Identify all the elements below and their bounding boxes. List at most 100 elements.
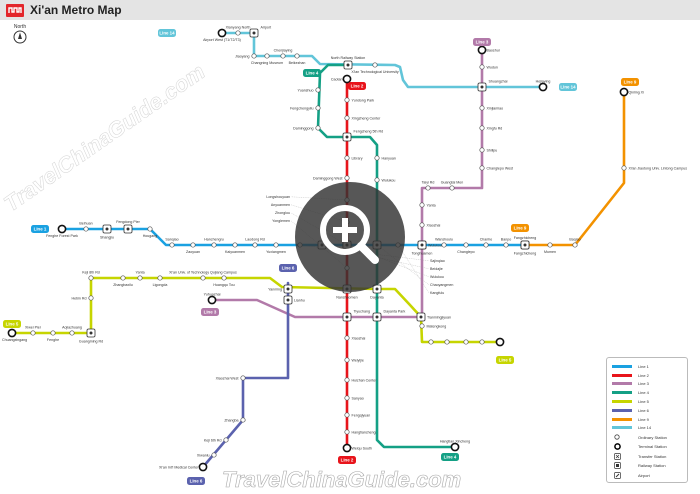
- station-line5[interactable]: [428, 339, 434, 345]
- station-line5[interactable]: [69, 330, 75, 336]
- station-line3[interactable]: [479, 105, 485, 111]
- station-line5[interactable]: [157, 275, 163, 281]
- station-line14[interactable]: [251, 53, 257, 59]
- station-line2[interactable]: [342, 443, 352, 453]
- station-line1[interactable]: [503, 242, 509, 248]
- station-line14[interactable]: [235, 30, 241, 36]
- station-line9[interactable]: [520, 240, 530, 250]
- station-line1[interactable]: [83, 226, 89, 232]
- line-14-path: [220, 31, 545, 89]
- station-line9[interactable]: [547, 242, 553, 248]
- station-line5[interactable]: [7, 328, 17, 338]
- station-line14[interactable]: [294, 53, 300, 59]
- station-line1[interactable]: [232, 242, 238, 248]
- station-line2[interactable]: [344, 429, 350, 435]
- station-line5[interactable]: [120, 275, 126, 281]
- station-line5[interactable]: [200, 275, 206, 281]
- station-line3[interactable]: [479, 147, 485, 153]
- station-line3[interactable]: [479, 64, 485, 70]
- station-line2[interactable]: [342, 132, 352, 142]
- station-line14[interactable]: [538, 82, 548, 92]
- station-line1[interactable]: [483, 242, 489, 248]
- station-line2[interactable]: [344, 395, 350, 401]
- station-line3[interactable]: [479, 125, 485, 131]
- station-line5[interactable]: [137, 275, 143, 281]
- station-line3[interactable]: [449, 185, 455, 191]
- station-line4[interactable]: [315, 87, 321, 93]
- station-line1[interactable]: [102, 224, 112, 234]
- station-line14[interactable]: [264, 53, 270, 59]
- station-line5[interactable]: [444, 339, 450, 345]
- station-line14[interactable]: [372, 62, 378, 68]
- station-line3[interactable]: [207, 295, 217, 305]
- station-line2[interactable]: [342, 312, 352, 322]
- station-line5[interactable]: [88, 295, 94, 301]
- station-line4[interactable]: [315, 105, 321, 111]
- station-line1[interactable]: [190, 242, 196, 248]
- station-name: Changlepo West: [487, 166, 514, 170]
- station-line1[interactable]: [211, 242, 217, 248]
- station-line5[interactable]: [416, 312, 426, 322]
- station-line1[interactable]: [169, 242, 175, 248]
- station-line1[interactable]: [57, 224, 67, 234]
- station-line6[interactable]: [223, 437, 229, 443]
- station-line14[interactable]: [280, 53, 286, 59]
- station-name: Yonglemen: [272, 219, 290, 223]
- station-line3[interactable]: [477, 45, 487, 55]
- station-line3[interactable]: [419, 202, 425, 208]
- station-line1[interactable]: [463, 242, 469, 248]
- station-line5[interactable]: [86, 328, 96, 338]
- station-line2[interactable]: [344, 175, 350, 181]
- station-name: Huizhan Center: [352, 378, 378, 382]
- station-line4[interactable]: [374, 155, 380, 161]
- station-line1[interactable]: [441, 242, 447, 248]
- station-line1[interactable]: [252, 242, 258, 248]
- station-line5[interactable]: [495, 337, 505, 347]
- station-line2[interactable]: [344, 155, 350, 161]
- station-line5[interactable]: [479, 339, 485, 345]
- station-line4[interactable]: [315, 125, 321, 131]
- station-line9[interactable]: [621, 165, 627, 171]
- station-line2[interactable]: [344, 412, 350, 418]
- station-line4[interactable]: [372, 284, 382, 294]
- legend-swatch: [612, 373, 632, 377]
- station-line6[interactable]: [283, 295, 293, 305]
- station-name: Fangzhicheng: [514, 236, 537, 240]
- station-line3[interactable]: [417, 240, 427, 250]
- station-line5[interactable]: [50, 330, 56, 336]
- station-line9[interactable]: [572, 242, 578, 248]
- station-line6[interactable]: [198, 462, 208, 472]
- station-line5[interactable]: [419, 323, 425, 329]
- station-line1[interactable]: [123, 224, 133, 234]
- station-line14[interactable]: [217, 28, 227, 38]
- station-line5[interactable]: [463, 339, 469, 345]
- station-line2[interactable]: [344, 357, 350, 363]
- station-line6[interactable]: [240, 375, 246, 381]
- station-line1[interactable]: [147, 226, 153, 232]
- station-line6[interactable]: [240, 417, 246, 423]
- station-line5[interactable]: [283, 284, 293, 294]
- station-line4[interactable]: [372, 312, 382, 322]
- station-line6[interactable]: [211, 452, 217, 458]
- station-line2[interactable]: [344, 335, 350, 341]
- station-line3[interactable]: [479, 165, 485, 171]
- station-line5[interactable]: [88, 275, 94, 281]
- terminal-station-icon: [198, 462, 208, 472]
- station-line3[interactable]: [419, 222, 425, 228]
- station-line9[interactable]: [619, 87, 629, 97]
- station-line5[interactable]: [221, 275, 227, 281]
- station-line3[interactable]: [425, 185, 431, 191]
- station-line14[interactable]: [249, 28, 259, 38]
- station-line1[interactable]: [273, 242, 279, 248]
- station-line4[interactable]: [450, 442, 460, 452]
- station-line2[interactable]: [344, 377, 350, 383]
- station-line2[interactable]: [344, 97, 350, 103]
- station-line2[interactable]: [342, 74, 352, 84]
- zoom-in-button[interactable]: [295, 182, 405, 292]
- station-line4[interactable]: [374, 177, 380, 183]
- station-line2[interactable]: [344, 115, 350, 121]
- station-line4[interactable]: [343, 60, 353, 70]
- station-line5[interactable]: [30, 330, 36, 336]
- station-line3[interactable]: [477, 82, 487, 92]
